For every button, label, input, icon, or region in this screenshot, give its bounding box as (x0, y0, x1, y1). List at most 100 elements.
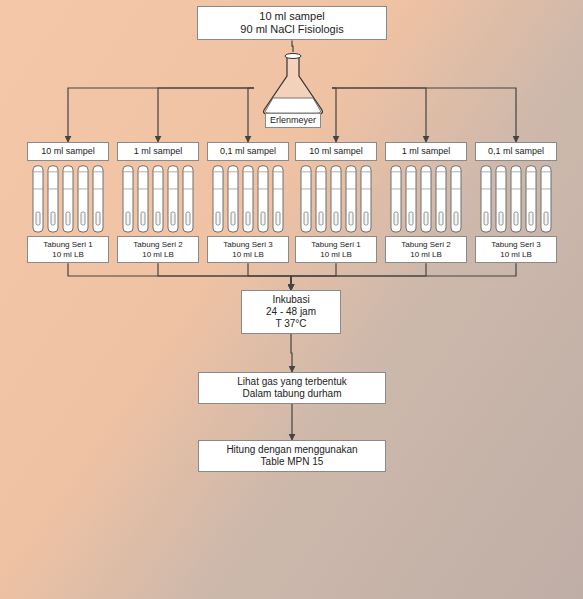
node-text: Lihat gas yang terbentuk (203, 376, 381, 388)
durham-tube (156, 212, 160, 225)
series-box: Tabung Seri 110 ml LB (295, 236, 377, 263)
durham-tube (36, 212, 40, 225)
process-box: Hitung dengan menggunakanTable MPN 15 (198, 440, 386, 472)
medium-level (153, 188, 163, 189)
medium-level (541, 188, 551, 189)
start-box: 10 ml sampel90 ml NaCl Fisiologis (197, 6, 387, 40)
node-text: 24 - 48 jam (246, 306, 336, 318)
node-text: Hitung dengan menggunakan (203, 444, 381, 456)
connector (158, 88, 254, 142)
sample-box: 1 ml sampel (385, 142, 467, 161)
test-tube (33, 166, 43, 232)
series-box: Tabung Seri 110 ml LB (27, 236, 109, 263)
test-tube (481, 166, 491, 232)
durham-tube (81, 212, 85, 225)
connector (332, 88, 516, 142)
durham-tube (544, 212, 548, 225)
medium-level (273, 188, 283, 189)
process-box: Inkubasi24 - 48 jamT 37°C (241, 290, 341, 334)
tube-rim (273, 171, 283, 172)
medium-level (63, 188, 73, 189)
durham-tube (126, 212, 130, 225)
node-text: 10 ml sampel (32, 146, 104, 157)
sample-box: 1 ml sampel (117, 142, 199, 161)
durham-tube (454, 212, 458, 225)
test-tube (153, 166, 163, 232)
durham-tube (66, 212, 70, 225)
durham-tube (334, 212, 338, 225)
tube-rim (421, 171, 431, 172)
test-tube (93, 166, 103, 232)
durham-tube (141, 212, 145, 225)
test-tube (168, 166, 178, 232)
node-text: 10 ml LB (300, 250, 372, 260)
medium-level (78, 188, 88, 189)
medium-level (511, 188, 521, 189)
durham-tube (261, 212, 265, 225)
tube-rim (436, 171, 446, 172)
connector (291, 334, 292, 372)
node-text: 10 ml LB (480, 250, 552, 260)
test-tube (301, 166, 311, 232)
test-tube (123, 166, 133, 232)
test-tube (406, 166, 416, 232)
test-tube (183, 166, 193, 232)
durham-tube (51, 212, 55, 225)
test-tube (451, 166, 461, 232)
tube-rim (228, 171, 238, 172)
durham-tube (186, 212, 190, 225)
durham-tube (216, 212, 220, 225)
durham-tube (394, 212, 398, 225)
test-tube (526, 166, 536, 232)
node-text: 1 ml sampel (122, 146, 194, 157)
node-text: 0,1 ml sampel (212, 146, 284, 157)
series-box: Tabung Seri 210 ml LB (385, 236, 467, 263)
test-tube (243, 166, 253, 232)
connector (332, 88, 426, 142)
durham-tube (364, 212, 368, 225)
durham-tube (409, 212, 413, 225)
tube-rim (168, 171, 178, 172)
series-box: Tabung Seri 310 ml LB (475, 236, 557, 263)
medium-level (93, 188, 103, 189)
node-text: 10 ml LB (122, 250, 194, 260)
test-tube (258, 166, 268, 232)
tube-rim (153, 171, 163, 172)
medium-level (481, 188, 491, 189)
test-tube (331, 166, 341, 232)
durham-tube (349, 212, 353, 225)
medium-level (48, 188, 58, 189)
node-text: 90 ml NaCl Fisiologis (202, 23, 382, 36)
durham-tube (484, 212, 488, 225)
test-tube (511, 166, 521, 232)
node-text: Tabung Seri 2 (122, 240, 194, 250)
tube-rim (496, 171, 506, 172)
medium-level (138, 188, 148, 189)
flask-node: Erlenmeyer (254, 52, 332, 128)
medium-level (258, 188, 268, 189)
connector (291, 404, 292, 440)
tube-rim (481, 171, 491, 172)
process-box: Lihat gas yang terbentukDalam tabung dur… (198, 372, 386, 404)
sample-box: 0,1 ml sampel (475, 142, 557, 161)
series-box: Tabung Seri 210 ml LB (117, 236, 199, 263)
medium-level (451, 188, 461, 189)
medium-level (406, 188, 416, 189)
connector (68, 263, 291, 290)
test-tube (541, 166, 551, 232)
series-box: Tabung Seri 310 ml LB (207, 236, 289, 263)
test-tube (48, 166, 58, 232)
tube-rim (63, 171, 73, 172)
connector (332, 88, 336, 142)
node-text: 10 ml sampel (202, 10, 382, 23)
medium-level (526, 188, 536, 189)
durham-tube (304, 212, 308, 225)
medium-level (331, 188, 341, 189)
node-text: 0,1 ml sampel (480, 146, 552, 157)
durham-tube (529, 212, 533, 225)
durham-tube (246, 212, 250, 225)
test-tube (213, 166, 223, 232)
tube-rim (258, 171, 268, 172)
test-tube (391, 166, 401, 232)
sample-box: 10 ml sampel (295, 142, 377, 161)
